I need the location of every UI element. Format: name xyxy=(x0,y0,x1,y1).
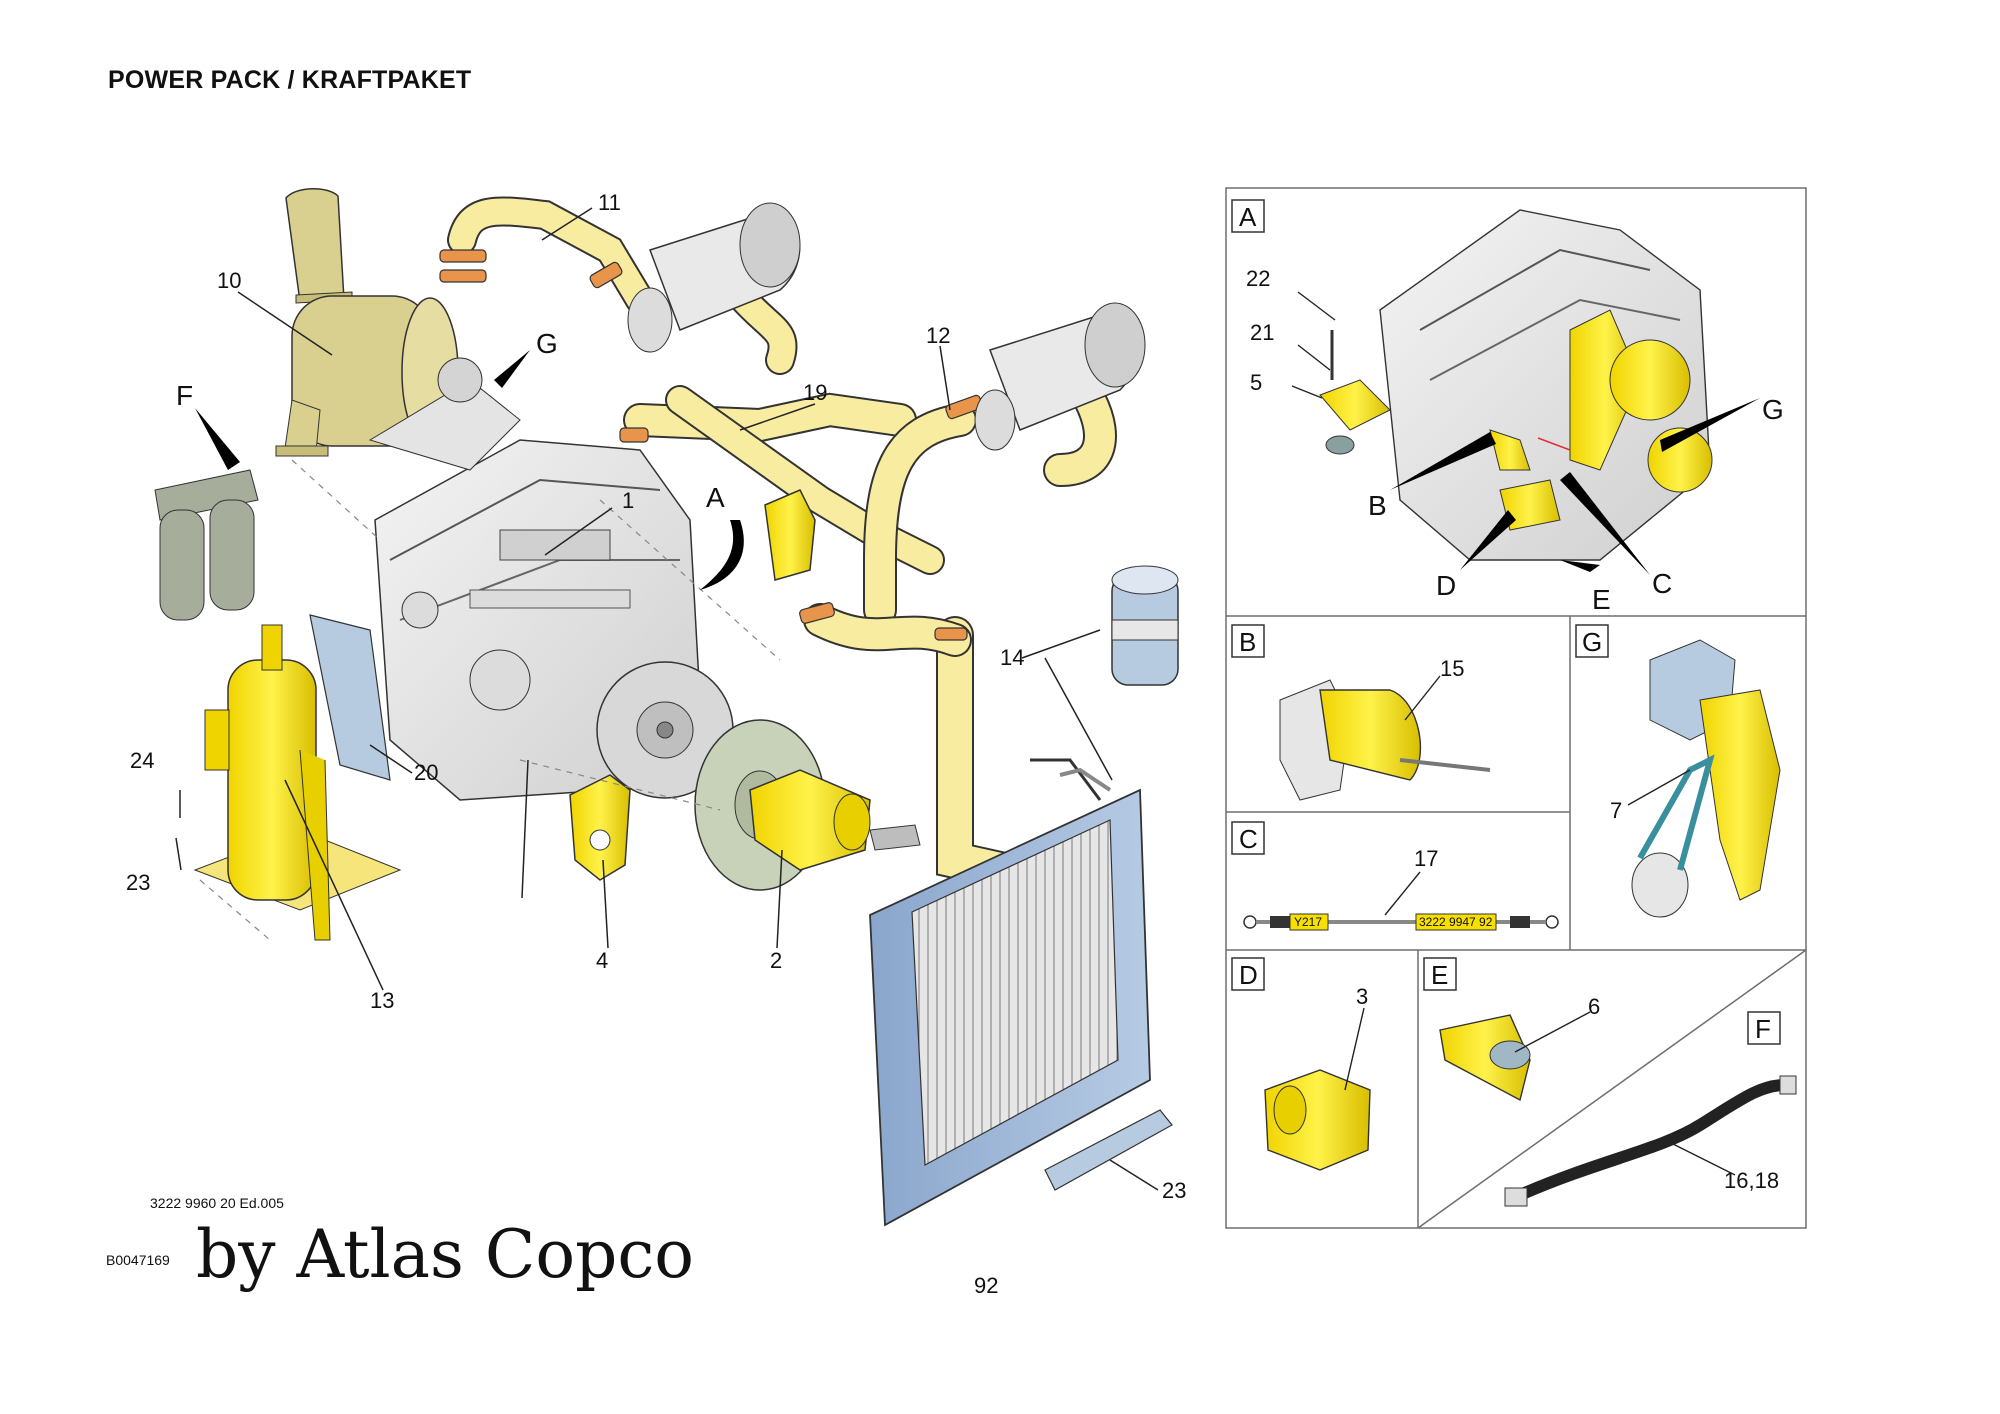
panel-A-letter-E: E xyxy=(1592,584,1611,615)
panel-E-label: E xyxy=(1431,960,1449,990)
callout-23: 23 xyxy=(1162,1178,1187,1203)
panel-G-pulley xyxy=(1627,639,1781,918)
callout-11: 13 xyxy=(370,988,395,1013)
panel-D-callout-3: 3 xyxy=(1356,984,1369,1009)
engine-mount-bracket xyxy=(569,774,631,881)
panel-F-label: F xyxy=(1755,1014,1771,1044)
radiator xyxy=(869,758,1151,1227)
panel-C-cable xyxy=(1243,871,1559,931)
air-filter-upper xyxy=(627,202,801,353)
panel-G-label: G xyxy=(1582,627,1603,657)
panel-A-wedges xyxy=(1390,398,1760,575)
callout-19: 23 xyxy=(126,870,151,895)
panel-D-pump xyxy=(1264,1007,1371,1171)
image-id: B0047169 xyxy=(106,1252,170,1268)
view-marker-wedges xyxy=(195,350,744,590)
exploded-view-guides xyxy=(199,459,781,941)
panel-A-engine xyxy=(1319,209,1713,561)
leader-lines xyxy=(175,207,1159,1191)
panel-B-solenoid xyxy=(1279,675,1491,801)
panel-E-mount xyxy=(1439,1011,1591,1102)
heat-shield xyxy=(309,614,391,781)
callout-8: 10 xyxy=(217,268,242,293)
mount-bracket-A xyxy=(764,489,816,581)
view-letter-F: F xyxy=(176,380,194,411)
radiator-bracket xyxy=(1044,1109,1173,1191)
panel-A-letter-D: D xyxy=(1436,570,1457,601)
panel-F-callout-16-18: 16,18 xyxy=(1724,1168,1780,1193)
page-title: POWER PACK / KRAFTPAKET xyxy=(108,66,472,94)
callout-10: 12 xyxy=(926,323,951,348)
callout-4: 4 xyxy=(596,948,609,973)
panel-A-label: A xyxy=(1239,202,1257,232)
air-filter-right xyxy=(974,302,1146,451)
panel-A-letter-C: C xyxy=(1652,568,1673,599)
callout-13: 19 xyxy=(803,380,828,405)
panel-B-callout-15: 15 xyxy=(1440,656,1465,681)
callout-1: 1 xyxy=(622,488,635,513)
panel-G-callout-7: 7 xyxy=(1610,798,1623,823)
panel-A-callout-5: 5 xyxy=(1250,370,1263,395)
panel-B-label: B xyxy=(1239,627,1257,657)
panel-C-label: C xyxy=(1239,824,1258,854)
panel-C-callout-17: 17 xyxy=(1414,846,1439,871)
panel-E-callout-6: 6 xyxy=(1588,994,1601,1019)
cable-tag-y217: Y217 xyxy=(1294,915,1323,929)
panel-F-hose xyxy=(1504,1075,1797,1207)
document-reference: 3222 9960 20 Ed.005 xyxy=(150,1195,284,1211)
callout-14: 20 xyxy=(414,760,439,785)
cable-tag-part-number: 3222 9947 92 xyxy=(1419,915,1493,929)
panel-A-letter-G: G xyxy=(1762,394,1784,425)
fuel-filter-assembly xyxy=(154,469,259,621)
callout-12: 14 xyxy=(1000,645,1025,670)
panel-A-leaders xyxy=(1291,291,1336,399)
callout-2: 2 xyxy=(770,948,783,973)
flywheel-housing xyxy=(596,661,734,799)
panel-label-boxes xyxy=(1231,199,1781,1045)
hydraulic-tank xyxy=(193,624,402,941)
page-number: 92 xyxy=(974,1273,999,1298)
expansion-tank xyxy=(1111,565,1179,686)
callout-20: 24 xyxy=(130,748,155,773)
panel-A-callout-22: 22 xyxy=(1246,266,1271,291)
detail-panels-frame xyxy=(1225,187,1807,1229)
panel-D-label: D xyxy=(1239,960,1258,990)
panel-A-callout-21: 21 xyxy=(1250,320,1275,345)
brand-text: by Atlas Copco xyxy=(196,1216,695,1293)
view-letter-G: G xyxy=(536,328,558,359)
hydraulic-pump xyxy=(749,769,921,871)
panel-A-letter-B: B xyxy=(1368,490,1387,521)
view-letter-A: A xyxy=(706,482,725,513)
callout-9: 11 xyxy=(598,190,621,215)
